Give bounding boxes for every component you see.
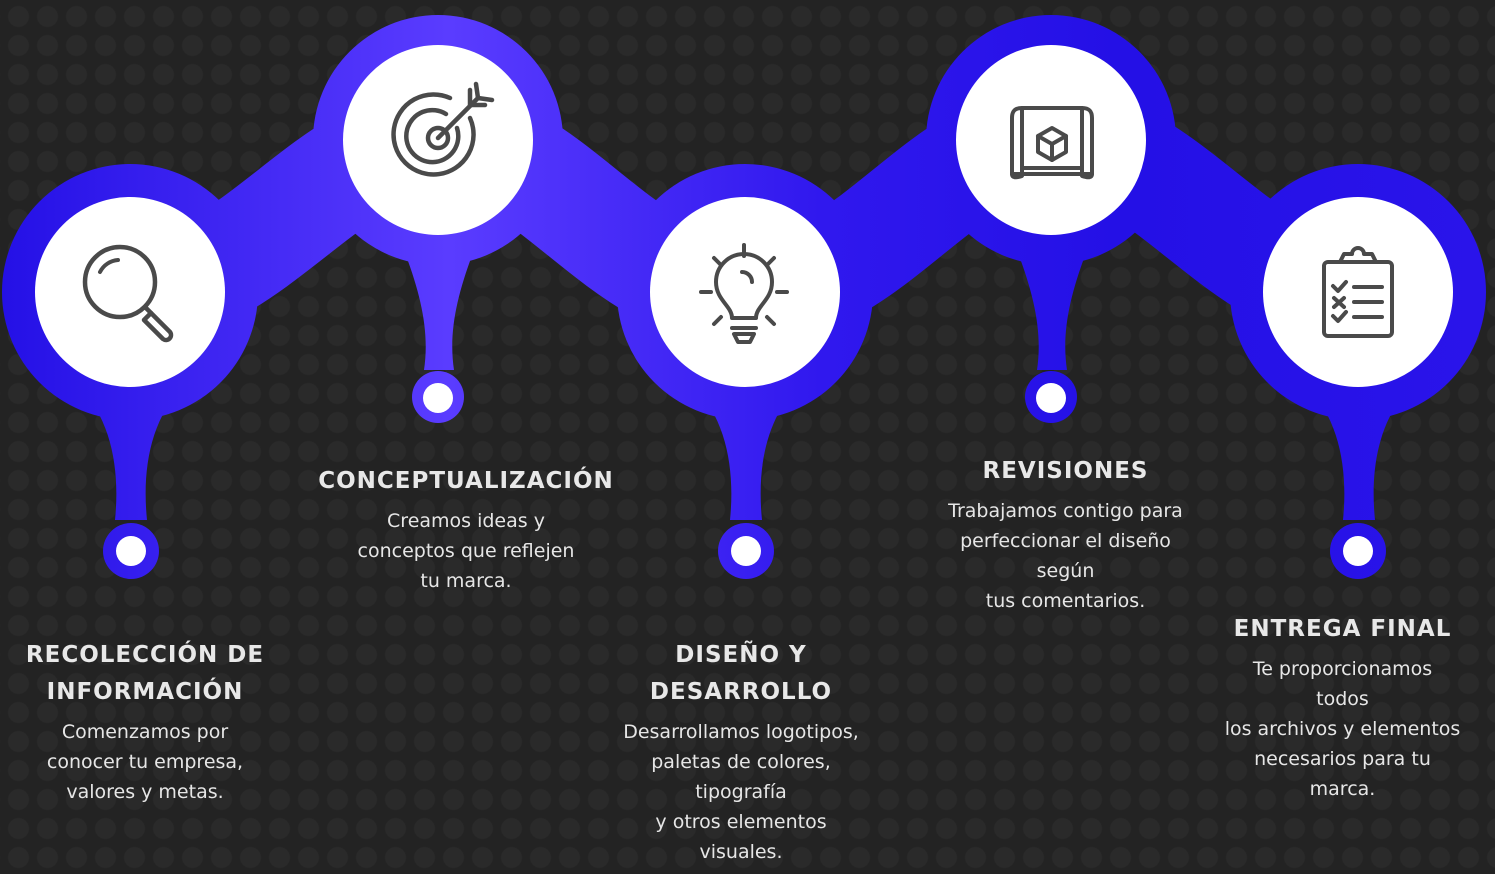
step-title-line: REVISIONES [982,458,1149,484]
step-desc-line: paletas de colores, [651,751,831,773]
icon-circle-5 [1263,197,1453,387]
step-title-line: CONCEPTUALIZACIÓN [318,468,614,494]
dot-markers [116,383,1373,566]
step-desc-line: Creamos ideas y [387,510,545,532]
step-description: Te proporcionamos todos los archivos y e… [1200,654,1485,804]
step-desc-line: tipografía [695,781,787,803]
icon-circle-4 [956,45,1146,235]
step-description: Creamos ideas y conceptos que reflejen t… [286,506,646,596]
step-description: Trabajamos contigo para perfeccionar el … [918,496,1213,616]
magnifier-icon [82,244,174,343]
step-desc-line: Trabajamos contigo para [948,500,1183,522]
step-2-text: CONCEPTUALIZACIÓN Creamos ideas y concep… [286,463,646,596]
step-desc-line: tus comentarios. [985,590,1146,612]
lightbulb-icon [699,243,789,344]
step-description: Comenzamos por conocer tu empresa, valor… [5,717,285,807]
step-desc-line: perfeccionar el diseño [960,530,1171,552]
step-desc-line: los archivos y elementos [1224,718,1461,740]
step-desc-line: y otros elementos [655,811,827,833]
step-title: ENTREGA FINAL [1200,611,1485,648]
icon-circle-3 [650,197,840,387]
icon-circles [35,45,1453,387]
dot-marker-5 [1343,536,1373,566]
step-3-text: DISEÑO Y DESARROLLO Desarrollamos logoti… [596,637,886,867]
dot-marker-2 [423,383,453,413]
step-4-text: REVISIONES Trabajamos contigo para perfe… [918,453,1213,616]
step-desc-line: Te proporcionamos [1252,658,1433,680]
clipboard-checklist-icon [1322,246,1394,338]
step-desc-line: Comenzamos por [61,721,229,743]
dot-marker-3 [731,536,761,566]
step-desc-line: tu marca. [420,570,512,592]
step-title: CONCEPTUALIZACIÓN [286,463,646,500]
dot-marker-4 [1036,383,1066,413]
target-icon [391,81,495,177]
step-title-line: RECOLECCIÓN DE [25,642,265,668]
step-title-line: DISEÑO Y [675,642,807,668]
step-desc-line: marca. [1309,778,1376,800]
step-title-line: DESARROLLO [649,679,833,705]
step-desc-line: conceptos que reflejen [357,540,575,562]
step-5-text: ENTREGA FINAL Te proporcionamos todos lo… [1200,611,1485,804]
step-desc-line: según [1036,560,1095,582]
step-1-text: RECOLECCIÓN DE INFORMACIÓN Comenzamos po… [5,637,285,807]
icon-circle-1 [35,197,225,387]
step-title: REVISIONES [918,453,1213,490]
step-title-line: INFORMACIÓN [46,679,244,705]
step-title: RECOLECCIÓN DE INFORMACIÓN [5,637,285,711]
step-desc-line: valores y metas. [66,781,224,803]
step-desc-line: conocer tu empresa, [46,751,244,773]
step-desc-line: visuales. [699,841,783,863]
step-desc-line: necesarios para tu [1254,748,1431,770]
step-desc-line: Desarrollamos logotipos, [623,721,859,743]
step-desc-line: todos [1316,688,1369,710]
step-title: DISEÑO Y DESARROLLO [596,637,886,711]
blueprint-icon [1010,106,1094,180]
dot-marker-1 [116,536,146,566]
step-description: Desarrollamos logotipos, paletas de colo… [596,717,886,867]
step-title-line: ENTREGA FINAL [1233,616,1452,642]
